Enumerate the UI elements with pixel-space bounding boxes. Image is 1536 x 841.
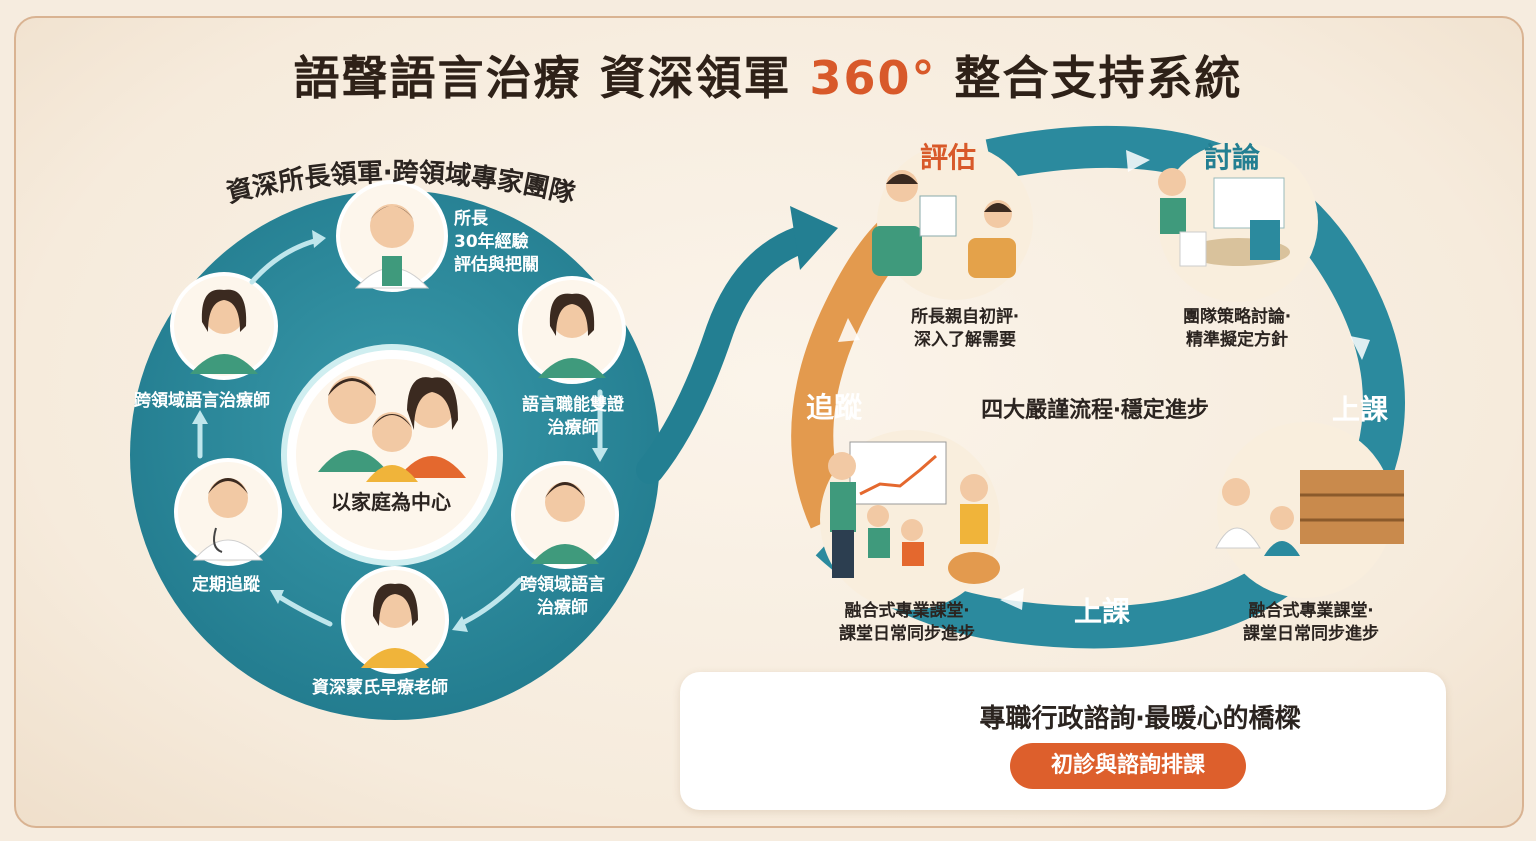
member-director-label: 所長 30年經驗 評估與把關 [454, 209, 539, 275]
title-highlight: 360° [809, 51, 937, 105]
step-caption-discussion: 團隊策略討論‧ 精準擬定方針 [1183, 307, 1291, 350]
discussion-illustration-icon [1158, 142, 1318, 302]
step-label-tracking: 追蹤 [806, 391, 863, 424]
tracking-illustration-icon [820, 430, 1000, 610]
member-dual-therapist-avatar [518, 276, 626, 384]
step-label-class-bottom: 上課 [1074, 595, 1131, 628]
process-caption: 四大嚴謹流程‧穩定進步 [981, 398, 1209, 423]
step-caption-class-bottom: 融合式專業課堂‧ 課堂日常同步進步 [839, 601, 975, 644]
member-doctor-avatar [174, 458, 282, 566]
assessment-illustration-icon [872, 144, 1033, 300]
member-cross-therapist-avatar [511, 461, 619, 569]
step-label-class-right: 上課 [1332, 393, 1389, 426]
classroom-illustration-icon [1215, 422, 1404, 598]
page-title: 語聲語言治療 資深領軍 360° 整合支持系統 [293, 51, 1243, 105]
team-cycle-arrows [197, 237, 603, 627]
connector-arrow [636, 226, 814, 484]
member-cross-therapist-label: 跨領域語言 治療師 [520, 575, 605, 618]
family-center-label: 以家庭為中心 [331, 490, 451, 514]
schedule-consultation-button[interactable]: 初診與諮詢排課 [1010, 743, 1246, 789]
member-director-avatar [336, 180, 448, 292]
member-dual-therapist-label: 語言職能雙證 治療師 [522, 395, 624, 438]
process-ring-top [985, 125, 1405, 510]
step-label-discussion: 討論 [1204, 141, 1261, 174]
member-montessori-teacher-avatar [341, 566, 449, 674]
step-caption-assessment: 所長親自初評‧ 深入了解需要 [911, 307, 1019, 350]
member-therapist-label: 跨領域語言治療師 [134, 391, 270, 411]
member-doctor-label: 定期追蹤 [192, 575, 260, 595]
member-therapist-avatar [170, 272, 278, 380]
family-illustration-icon [318, 376, 466, 482]
admin-card [680, 672, 1446, 810]
step-caption-class-right: 融合式專業課堂‧ 課堂日常同步進步 [1243, 601, 1379, 644]
admin-title: 專職行政諮詢‧最暖心的橋樑 [979, 704, 1301, 734]
member-montessori-label: 資深蒙氏早療老師 [312, 678, 448, 698]
step-label-assessment: 評估 [920, 141, 977, 174]
